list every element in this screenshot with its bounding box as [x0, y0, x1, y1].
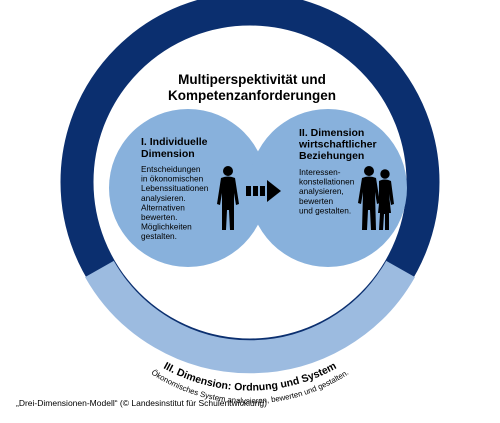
dim2.heading-line: II. Dimension	[299, 127, 364, 139]
dim2.heading-line: Beziehungen	[299, 150, 364, 162]
dim1.body-line: Entscheidungen	[141, 164, 201, 174]
dim1.body-line: gestalten.	[141, 231, 177, 241]
figure-caption: „Drei-Dimensionen-Modell“ (© Landesinsti…	[16, 398, 267, 408]
dim2.heading-line: wirtschaftlicher	[298, 139, 377, 151]
diagram-title-line2: Kompetenzanforderungen	[168, 88, 336, 103]
dim2.body-line: konstellationen	[299, 177, 355, 187]
dimension-two-text: Interessen-konstellationenanalysieren,be…	[299, 167, 355, 215]
dim2.body-line: Interessen-	[299, 167, 341, 177]
dim2.body-line: bewerten	[299, 196, 334, 206]
dim1.body-line: analysieren.	[141, 193, 186, 203]
two-people-silhouette-icon	[358, 166, 394, 230]
person-silhouette-icon	[217, 166, 239, 230]
dim2.body-line: analysieren,	[299, 186, 344, 196]
dimension-three-band	[85, 260, 415, 374]
dimension-one-circle	[109, 109, 267, 267]
dim1.heading-line: Dimension	[141, 148, 195, 160]
dim1.body-line: Lebenssituationen	[141, 183, 209, 193]
dim1.body-line: in ökonomischen	[141, 174, 204, 184]
dim2.body-line: und gestalten.	[299, 205, 351, 215]
diagram-title-line1: Multiperspektivität und	[178, 72, 326, 87]
dimension-two-circle	[249, 109, 407, 267]
dim1.body-line: Möglichkeiten	[141, 222, 192, 232]
dim1.body-line: bewerten.	[141, 212, 177, 222]
dashed-arrow-icon	[246, 180, 281, 202]
dim1.heading-line: I. Individuelle	[141, 136, 208, 148]
dim1.body-line: Alternativen	[141, 202, 185, 212]
